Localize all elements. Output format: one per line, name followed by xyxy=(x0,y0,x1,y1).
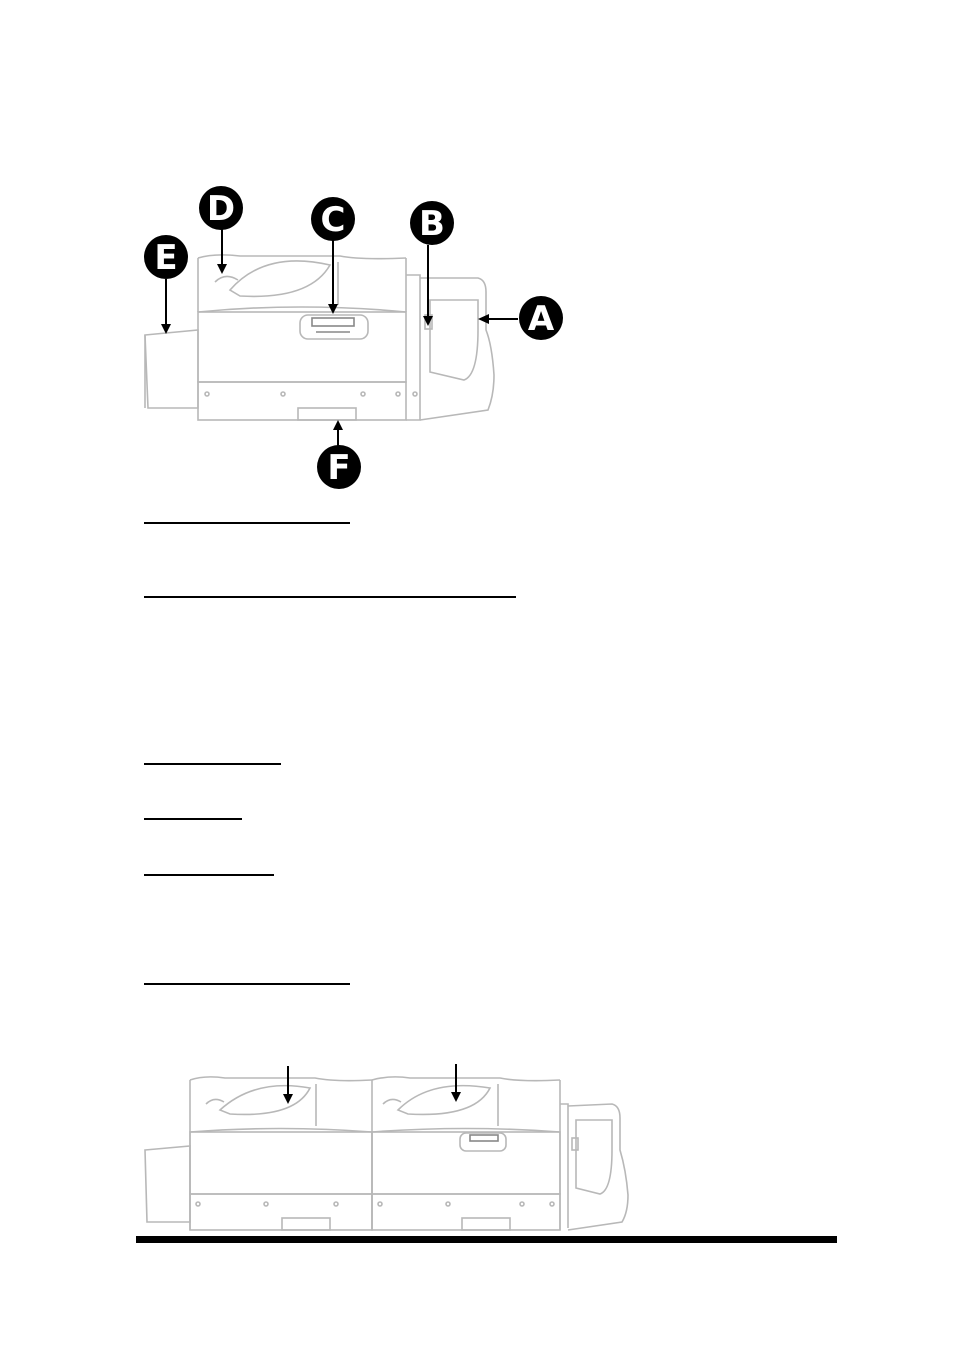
callout-e-label: E xyxy=(154,238,177,278)
section-heading-rule-2 xyxy=(144,596,516,598)
callout-b: B xyxy=(410,201,454,245)
printer-illustration xyxy=(144,254,495,421)
figure2-arrows xyxy=(283,1064,461,1104)
callout-c: C xyxy=(311,197,355,241)
section-heading-rule-3 xyxy=(144,763,281,765)
callout-a-label: A xyxy=(528,299,555,339)
callout-b-label: B xyxy=(419,204,445,244)
callout-a: A xyxy=(519,296,563,340)
callout-d: D xyxy=(199,186,243,230)
callout-f-label: F xyxy=(327,448,350,488)
section-heading-rule-5 xyxy=(144,874,274,876)
callout-c-label: C xyxy=(321,200,346,240)
footer-rule xyxy=(136,1236,837,1243)
callout-d-label: D xyxy=(207,189,235,229)
dual-printer-illustration xyxy=(144,1076,629,1231)
section-heading-rule-6 xyxy=(144,983,350,985)
callout-f: F xyxy=(317,445,361,489)
section-heading-rule-4 xyxy=(144,818,242,820)
callout-arrows xyxy=(161,225,518,447)
callout-e: E xyxy=(144,235,188,279)
section-heading-rule-1 xyxy=(144,522,350,524)
